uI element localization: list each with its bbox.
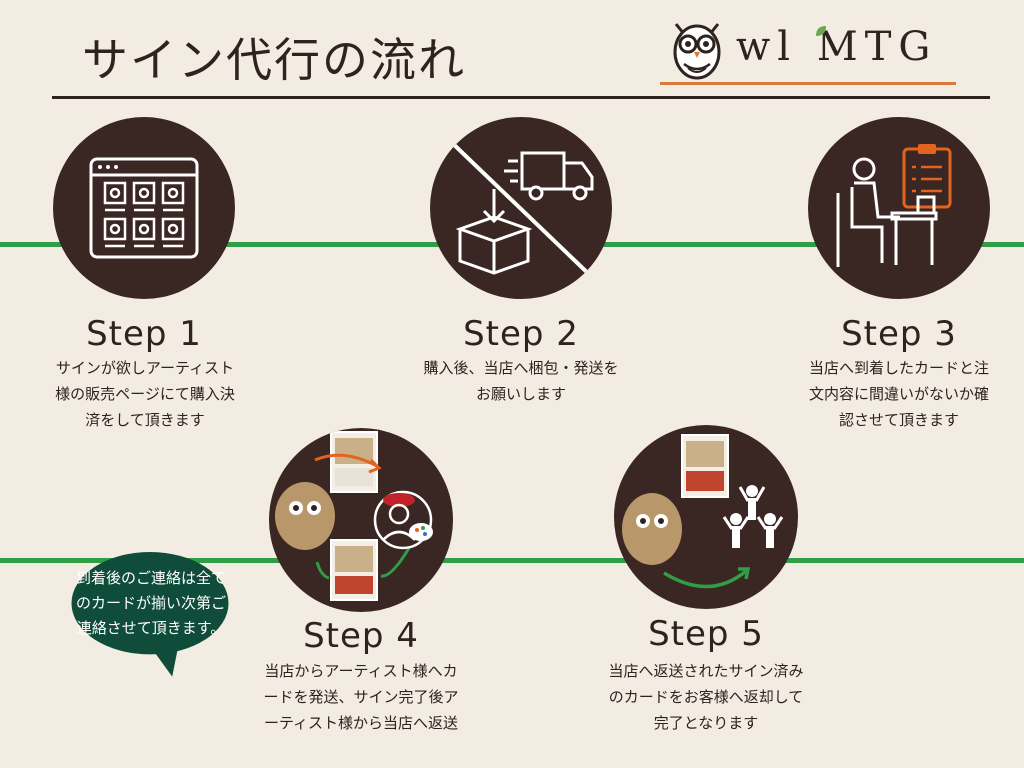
step-2-description: 購入後、当店へ梱包・発送をお願いします bbox=[423, 359, 619, 403]
brand-logo: wl MTG bbox=[660, 10, 956, 86]
step-4-label: Step 4 bbox=[303, 616, 419, 656]
step-1-description: サインが欲しアーティスト様の販売ページにて購入決済をして頂きます bbox=[55, 359, 235, 429]
step-2-label: Step 2 bbox=[463, 314, 579, 354]
step-5-circle bbox=[614, 425, 798, 609]
timeline-line-bottom bbox=[0, 558, 1024, 563]
step-4-circle bbox=[269, 428, 453, 612]
step-3-label: Step 3 bbox=[841, 314, 957, 354]
title-divider bbox=[52, 96, 990, 99]
page-title: サイン代行の流れ bbox=[82, 33, 466, 87]
owl-logo-icon bbox=[673, 23, 721, 80]
step-5-label: Step 5 bbox=[648, 614, 764, 654]
logo-underline bbox=[660, 82, 956, 85]
step-3-circle bbox=[808, 117, 990, 299]
step-4-description: 当店からアーティスト様へカードを発送、サイン完了後アーティスト様から当店へ返送 bbox=[263, 662, 459, 732]
box-truck-icon bbox=[446, 137, 596, 281]
leaf-icon bbox=[816, 26, 826, 36]
speech-bubble-text: 到着後のご連絡は全てのカードが揃い次第ご連絡させて頂きます。 bbox=[75, 569, 226, 637]
speech-bubble bbox=[71, 552, 229, 677]
logo-wordmark: wl MTG bbox=[736, 24, 938, 70]
step-3-description: 当店へ到着したカードと注文内容に間違いがないか確認させて頂きます bbox=[808, 359, 989, 429]
step-1-circle bbox=[53, 117, 235, 299]
step-5-description: 当店へ返送されたサイン済みのカードをお客様へ返却して完了となります bbox=[608, 662, 804, 732]
person-desk-clipboard-icon bbox=[836, 144, 952, 267]
step-2-circle bbox=[430, 117, 612, 299]
step-1-label: Step 1 bbox=[86, 314, 202, 354]
browser-grid-icon bbox=[89, 157, 199, 259]
card-return-icon bbox=[622, 434, 784, 589]
card-cycle-icon bbox=[275, 431, 433, 601]
